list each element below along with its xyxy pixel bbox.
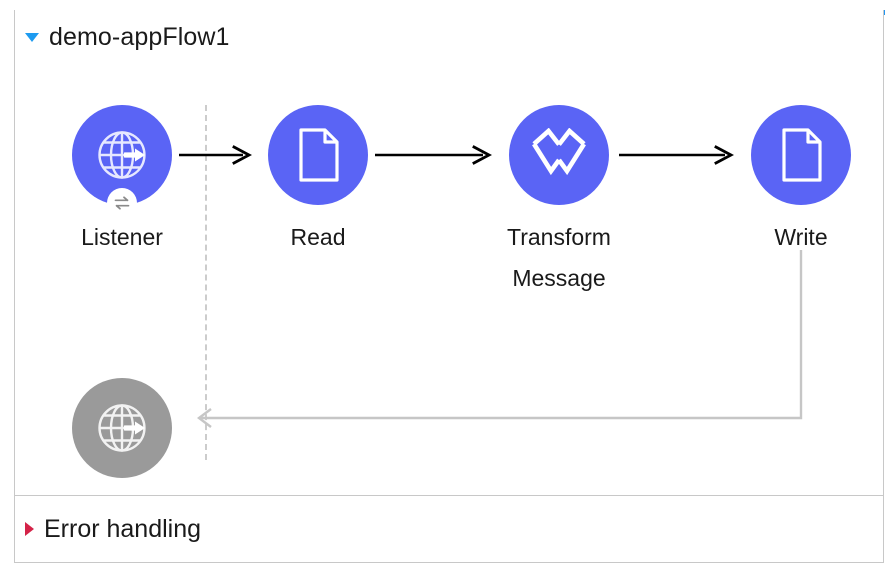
section-divider xyxy=(15,495,883,496)
connector-read-to-transform xyxy=(375,145,495,165)
write-bubble[interactable] xyxy=(751,105,851,205)
node-label-write: Write xyxy=(774,224,828,250)
connector-listener-to-read xyxy=(179,145,255,165)
node-listener[interactable]: Listener xyxy=(62,105,182,258)
listener-response-bubble[interactable] xyxy=(72,378,172,478)
triangle-right-icon[interactable] xyxy=(25,522,34,536)
page-title: demo-appFlow1 xyxy=(49,23,230,51)
node-write[interactable]: Write xyxy=(741,105,861,258)
connector-transform-to-write xyxy=(619,145,737,165)
node-label-transform-message: Transform Message xyxy=(507,224,611,291)
error-handling-title: Error handling xyxy=(44,514,202,543)
flow-body: Listener Read xyxy=(15,60,883,495)
source-process-divider xyxy=(205,105,207,460)
globe-arrow-icon xyxy=(98,131,146,179)
exchange-arrows-icon xyxy=(114,196,130,210)
node-listener-response[interactable] xyxy=(62,378,182,478)
node-label-listener: Listener xyxy=(81,224,163,250)
node-transform-message[interactable]: Transform Message xyxy=(499,105,619,299)
document-icon xyxy=(782,128,822,182)
dataweave-icon xyxy=(532,128,586,176)
listener-bubble[interactable] xyxy=(72,105,172,218)
error-handling-header[interactable]: Error handling xyxy=(15,496,883,562)
connector-write-to-response xyxy=(175,250,815,430)
node-read[interactable]: Read xyxy=(258,105,378,258)
flow-panel[interactable]: demo-appFlow1 xyxy=(14,10,884,563)
read-bubble[interactable] xyxy=(268,105,368,205)
triangle-down-icon[interactable] xyxy=(25,33,39,42)
document-icon xyxy=(299,128,339,182)
flow-header[interactable]: demo-appFlow1 xyxy=(15,15,883,60)
transform-message-bubble[interactable] xyxy=(509,105,609,205)
listener-exchange-badge xyxy=(107,188,137,218)
globe-arrow-icon xyxy=(98,404,146,452)
node-label-read: Read xyxy=(290,224,346,250)
